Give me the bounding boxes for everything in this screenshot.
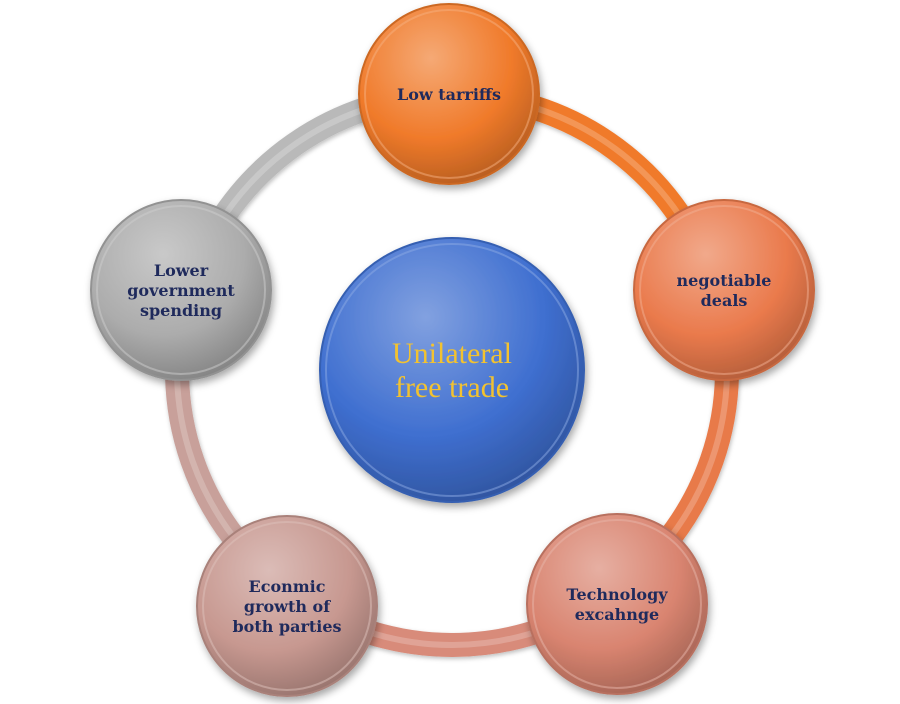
node-circle[interactable] — [526, 513, 708, 695]
center-label-line: free trade — [395, 371, 509, 404]
node-label-line: government — [127, 281, 235, 300]
outer-nodes-group: Low tarriffs negotiabledealsTechnologyexc… — [90, 3, 815, 697]
center-label-line: Unilateral — [392, 337, 512, 370]
node-label-line: Econmic — [249, 577, 326, 596]
node-label-line: Lower — [154, 261, 209, 280]
node-label-line: negotiable — [677, 271, 772, 290]
node-label-line: excahnge — [575, 605, 659, 624]
node-circle-rim — [532, 519, 702, 689]
node-circle[interactable] — [358, 3, 540, 185]
center-circle[interactable] — [319, 237, 585, 503]
node-low-tariffs[interactable]: Low tarriffs — [358, 3, 540, 185]
node-label-line: Low tarriffs — [397, 85, 501, 104]
node-label-line: Technology — [566, 585, 668, 604]
node-circle-rim — [364, 9, 534, 179]
node-circle[interactable] — [90, 199, 272, 381]
node-label-line: deals — [701, 291, 748, 310]
node-circle-rim — [202, 521, 372, 691]
node-label-line: growth of — [244, 597, 331, 616]
node-circle-rim — [639, 205, 809, 375]
node-circle[interactable] — [196, 515, 378, 697]
node-circle-rim — [96, 205, 266, 375]
node-label-line: spending — [140, 301, 222, 320]
node-circle[interactable] — [633, 199, 815, 381]
node-label-line: both parties — [232, 617, 341, 636]
center-circle-rim — [325, 243, 579, 497]
